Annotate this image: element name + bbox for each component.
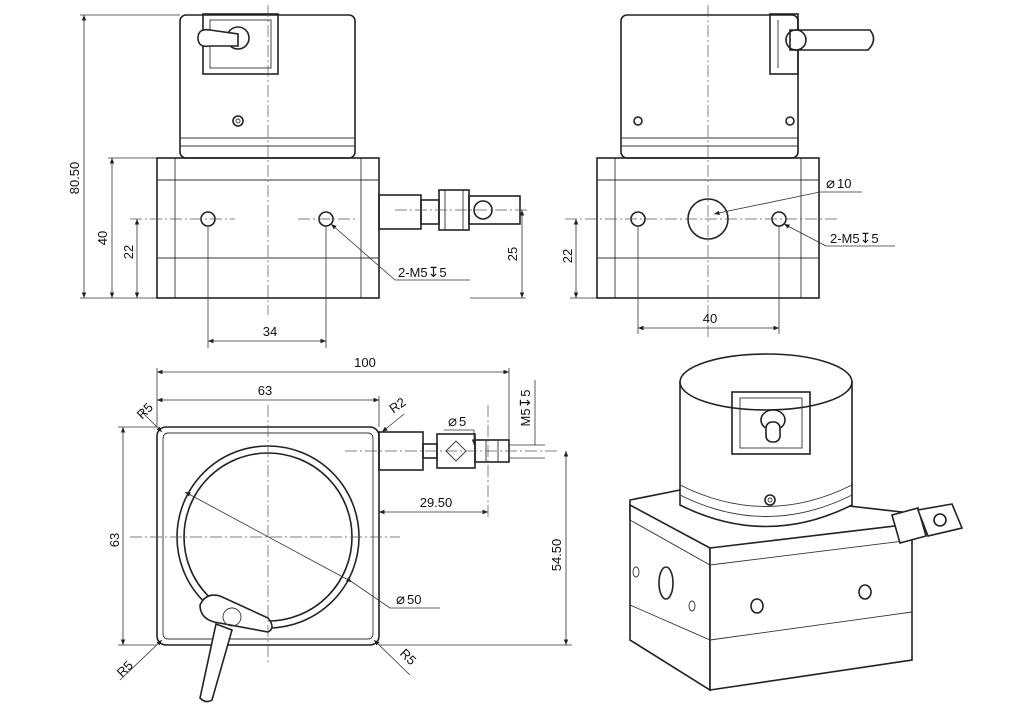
dim-top-corner-r-tl: R5 [134,400,156,422]
dim-top-shaft-height: 54.50 [549,539,564,572]
iso-shaft-end [916,503,964,537]
dim-top-body-depth: 63 [107,533,122,547]
iso-drum-top [679,353,853,411]
label-side-bore: ⌀10 [826,175,852,192]
side-screw-right-icon [785,116,795,126]
dim-front-hole-height: 22 [121,245,136,259]
front-cable-tab [197,28,239,48]
front-shaft-base [378,194,422,230]
iso-shaft-base [891,507,927,544]
side-view: 22 40 ⌀10 2-M5↧5 [560,5,895,340]
dim-front-shaft-height: 25 [505,247,520,261]
dim-top-r2: R2 [386,394,408,416]
iso-shaft-pin-hole [933,513,947,527]
dim-side-hole-height: 22 [560,249,575,263]
dim-top-corner-r-bl: R5 [114,658,136,680]
iso-hole-front-left [750,598,764,614]
dim-top-overall-width: 100 [354,355,376,370]
dim-front-height-body: 40 [95,231,110,245]
label-top-pin: ⌀5 [448,413,466,430]
top-cable-clip [199,594,273,633]
iso-bore-left [658,566,674,600]
dim-top-shaft-offset: 29.50 [420,495,453,510]
dim-front-height-total: 80.50 [67,162,82,195]
label-top-drum: ⌀50 [396,591,422,608]
label-top-thread-vertical: M5↧5 [517,389,533,426]
iso-block-front [709,523,913,691]
dim-top-body-width: 63 [258,383,272,398]
dim-front-hole-spacing: 34 [263,324,277,339]
iso-cable-window [731,391,811,455]
side-screw-left-icon [633,116,643,126]
isometric-view [629,353,964,692]
top-view: 100 63 63 R5 R5 R5 R2 ⌀5 M5↧5 [107,355,572,703]
dim-side-hole-spacing: 40 [703,311,717,326]
iso-screw-icon [764,494,776,506]
top-cable [199,622,233,703]
side-body-block [596,157,820,299]
front-screw-icon [232,115,244,127]
label-front-thread: 2-M5↧5 [398,264,447,280]
dim-top-corner-r-br: R5 [397,646,419,668]
iso-hole-front-right [858,584,872,600]
front-view: 80.50 40 22 34 25 2-M5↧5 [67,5,530,348]
label-side-thread: 2-M5↧5 [830,230,879,246]
side-cable-tab [789,29,875,51]
side-drum-housing [620,14,799,159]
